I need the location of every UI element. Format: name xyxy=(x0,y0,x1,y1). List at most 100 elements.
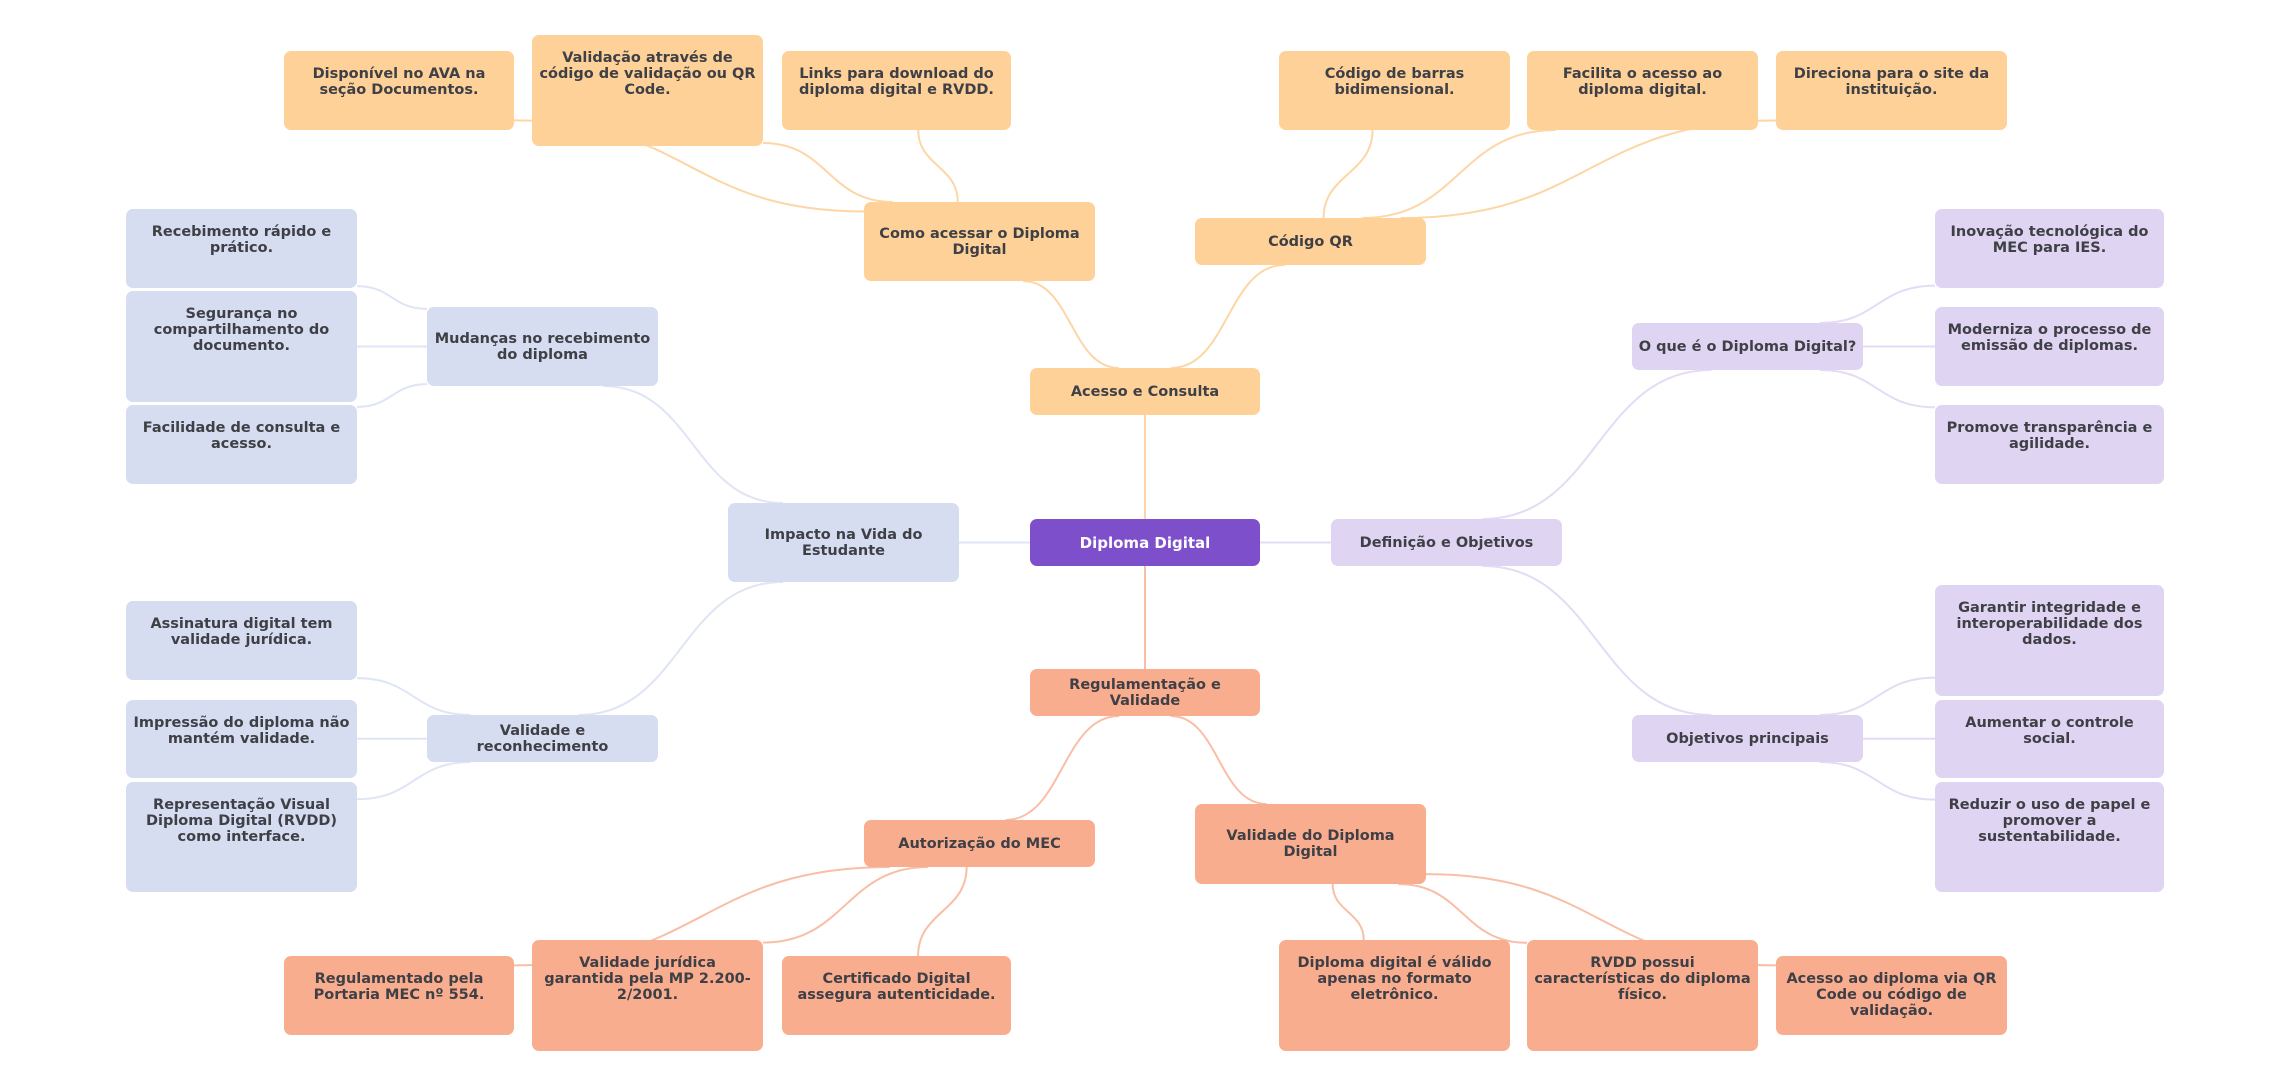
leaf-node-direciona-site[interactable]: Direciona para o site da instituição. xyxy=(1776,51,2007,130)
root-node-diploma-digital[interactable]: Diploma Digital xyxy=(1030,519,1260,566)
leaf-node-codigo-barras[interactable]: Código de barras bidimensional. xyxy=(1279,51,1510,130)
connector-valrec-representacao xyxy=(356,761,471,801)
connector-definicao-oque xyxy=(1482,369,1712,520)
branch-node-regulamentacao-validade[interactable]: Regulamentação e Validade xyxy=(1030,669,1260,716)
connector-impacto-mudancas xyxy=(603,385,783,504)
connector-impacto-valrec xyxy=(578,581,783,716)
node-label: Promove transparência e agilidade. xyxy=(1946,420,2153,452)
node-label: Código de barras bidimensional. xyxy=(1324,66,1465,98)
leaf-node-certificado-digital[interactable]: Certificado Digital assegura autenticida… xyxy=(782,956,1011,1035)
leaf-node-representacao-visual[interactable]: Representação Visual Diploma Digital (RV… xyxy=(126,782,357,892)
leaf-node-disponivel-ava[interactable]: Disponível no AVA na seção Documentos. xyxy=(284,51,514,130)
connector-qr-barras xyxy=(1322,129,1374,219)
connector-definicao-objetivos xyxy=(1482,565,1712,716)
connector-qr-facilita xyxy=(1362,129,1556,219)
connector-como-links xyxy=(917,129,959,203)
node-label: Validade do Diploma Digital xyxy=(1226,828,1395,860)
connector-qr-direciona xyxy=(1400,119,1777,219)
leaf-node-impressao-diploma[interactable]: Impressão do diploma não mantém validade… xyxy=(126,700,357,778)
connector-acesso-qr xyxy=(1170,264,1285,369)
leaf-node-moderniza-processo[interactable]: Moderniza o processo de emissão de diplo… xyxy=(1935,307,2164,386)
topic-node-validade-reconhecimento[interactable]: Validade e reconhecimento xyxy=(427,715,658,762)
topic-node-objetivos-principais[interactable]: Objetivos principais xyxy=(1632,715,1863,762)
connector-autorizacao-certificado xyxy=(917,866,968,957)
branch-node-acesso-e-consulta[interactable]: Acesso e Consulta xyxy=(1030,368,1260,415)
node-label: Definição e Objetivos xyxy=(1359,534,1534,551)
connector-valrec-assinatura xyxy=(356,677,471,716)
leaf-node-regulamentado-portaria[interactable]: Regulamentado pela Portaria MEC nº 554. xyxy=(284,956,514,1035)
connector-acesso-como xyxy=(1023,280,1120,369)
leaf-node-inovacao-tecnologica[interactable]: Inovação tecnológica do MEC para IES. xyxy=(1935,209,2164,288)
leaf-node-recebimento-rapido[interactable]: Recebimento rápido e prático. xyxy=(126,209,357,288)
connector-autorizacao-juridica xyxy=(762,866,929,944)
node-label: Facilidade de consulta e acesso. xyxy=(142,420,341,452)
node-label: Links para download do diploma digital e… xyxy=(799,66,994,98)
leaf-node-formato-eletronico[interactable]: Diploma digital é válido apenas no forma… xyxy=(1279,940,1510,1051)
node-label: Regulamentação e Validade xyxy=(1069,676,1221,709)
node-label: Segurança no compartilhamento do documen… xyxy=(153,306,330,354)
connector-regulamentacao-validadediploma xyxy=(1170,715,1267,805)
node-label: Aumentar o controle social. xyxy=(1965,715,2134,747)
topic-node-como-acessar[interactable]: Como acessar o Diploma Digital xyxy=(864,202,1095,281)
leaf-node-acesso-qr-code[interactable]: Acesso ao diploma via QR Code ou código … xyxy=(1776,956,2007,1035)
node-label: Recebimento rápido e prático. xyxy=(151,224,332,256)
node-label: RVDD possui características do diploma f… xyxy=(1534,955,1751,1003)
node-label: Moderniza o processo de emissão de diplo… xyxy=(1947,322,2152,354)
leaf-node-seguranca-compartilhamento[interactable]: Segurança no compartilhamento do documen… xyxy=(126,291,357,402)
node-label: Direciona para o site da instituição. xyxy=(1793,66,1990,98)
node-label: Objetivos principais xyxy=(1666,730,1829,747)
node-label: Facilita o acesso ao diploma digital. xyxy=(1562,66,1723,98)
node-label: Disponível no AVA na seção Documentos. xyxy=(312,66,486,98)
node-label: Mudanças no recebimento do diploma xyxy=(434,330,651,363)
node-label: Representação Visual Diploma Digital (RV… xyxy=(145,797,338,845)
node-label: Validade jurídica garantida pela MP 2.20… xyxy=(544,955,751,1003)
leaf-node-facilita-acesso[interactable]: Facilita o acesso ao diploma digital. xyxy=(1527,51,1758,130)
connector-como-validacao xyxy=(762,142,893,203)
leaf-node-validacao-codigo[interactable]: Validação através de código de validação… xyxy=(532,35,763,146)
leaf-node-aumentar-controle[interactable]: Aumentar o controle social. xyxy=(1935,700,2164,778)
connector-oque-promove xyxy=(1819,369,1936,409)
node-label: Assinatura digital tem validade jurídica… xyxy=(150,616,333,648)
topic-node-codigo-qr[interactable]: Código QR xyxy=(1195,218,1426,265)
topic-node-o-que-e[interactable]: O que é o Diploma Digital? xyxy=(1632,323,1863,370)
node-label: Impressão do diploma não mantém validade… xyxy=(133,715,350,747)
node-label: O que é o Diploma Digital? xyxy=(1638,338,1857,355)
node-label: Diploma digital é válido apenas no forma… xyxy=(1297,955,1492,1003)
leaf-node-reduzir-papel[interactable]: Reduzir o uso de papel e promover a sust… xyxy=(1935,782,2164,892)
node-label: Validação através de código de validação… xyxy=(539,50,756,98)
node-label: Acesso ao diploma via QR Code ou código … xyxy=(1786,971,1997,1019)
leaf-node-facilidade-consulta[interactable]: Facilidade de consulta e acesso. xyxy=(126,405,357,484)
leaf-node-validade-juridica[interactable]: Validade jurídica garantida pela MP 2.20… xyxy=(532,940,763,1051)
branch-node-impacto-vida-estudante[interactable]: Impacto na Vida do Estudante xyxy=(728,503,959,582)
topic-node-validade-diploma-digital[interactable]: Validade do Diploma Digital xyxy=(1195,804,1426,884)
node-label: Autorização do MEC xyxy=(898,835,1061,852)
connector-objetivos-garantir xyxy=(1819,676,1936,716)
node-label: Regulamentado pela Portaria MEC nº 554. xyxy=(313,971,485,1003)
node-label: Impacto na Vida do Estudante xyxy=(764,526,923,559)
node-label: Certificado Digital assegura autenticida… xyxy=(797,971,996,1003)
leaf-node-garantir-integridade[interactable]: Garantir integridade e interoperabilidad… xyxy=(1935,585,2164,696)
connector-oque-inovacao xyxy=(1819,284,1936,324)
leaf-node-assinatura-digital[interactable]: Assinatura digital tem validade jurídica… xyxy=(126,601,357,680)
connector-validadediploma-rvdd xyxy=(1398,883,1528,944)
topic-node-autorizacao-mec[interactable]: Autorização do MEC xyxy=(864,820,1095,867)
node-label: Inovação tecnológica do MEC para IES. xyxy=(1950,224,2149,256)
topic-node-mudancas-recebimento[interactable]: Mudanças no recebimento do diploma xyxy=(427,307,658,386)
node-label: Garantir integridade e interoperabilidad… xyxy=(1956,600,2143,648)
leaf-node-rvdd-caracteristicas[interactable]: RVDD possui características do diploma f… xyxy=(1527,940,1758,1051)
node-label: Diploma Digital xyxy=(1079,533,1211,552)
connector-mudancas-facilidade xyxy=(356,383,428,408)
connector-objetivos-reduzir xyxy=(1819,761,1936,801)
node-label: Código QR xyxy=(1268,233,1353,250)
node-label: Acesso e Consulta xyxy=(1070,383,1220,400)
leaf-node-promove-transparencia[interactable]: Promove transparência e agilidade. xyxy=(1935,405,2164,484)
connector-regulamentacao-autorizacao xyxy=(1005,715,1120,821)
connector-validadediploma-eletronico xyxy=(1331,883,1365,941)
branch-node-definicao-objetivos[interactable]: Definição e Objetivos xyxy=(1331,519,1562,566)
node-label: Reduzir o uso de papel e promover a sust… xyxy=(1948,797,2151,845)
node-label: Validade e reconhecimento xyxy=(476,722,609,755)
node-label: Como acessar o Diploma Digital xyxy=(879,225,1080,258)
leaf-node-links-download[interactable]: Links para download do diploma digital e… xyxy=(782,51,1011,130)
